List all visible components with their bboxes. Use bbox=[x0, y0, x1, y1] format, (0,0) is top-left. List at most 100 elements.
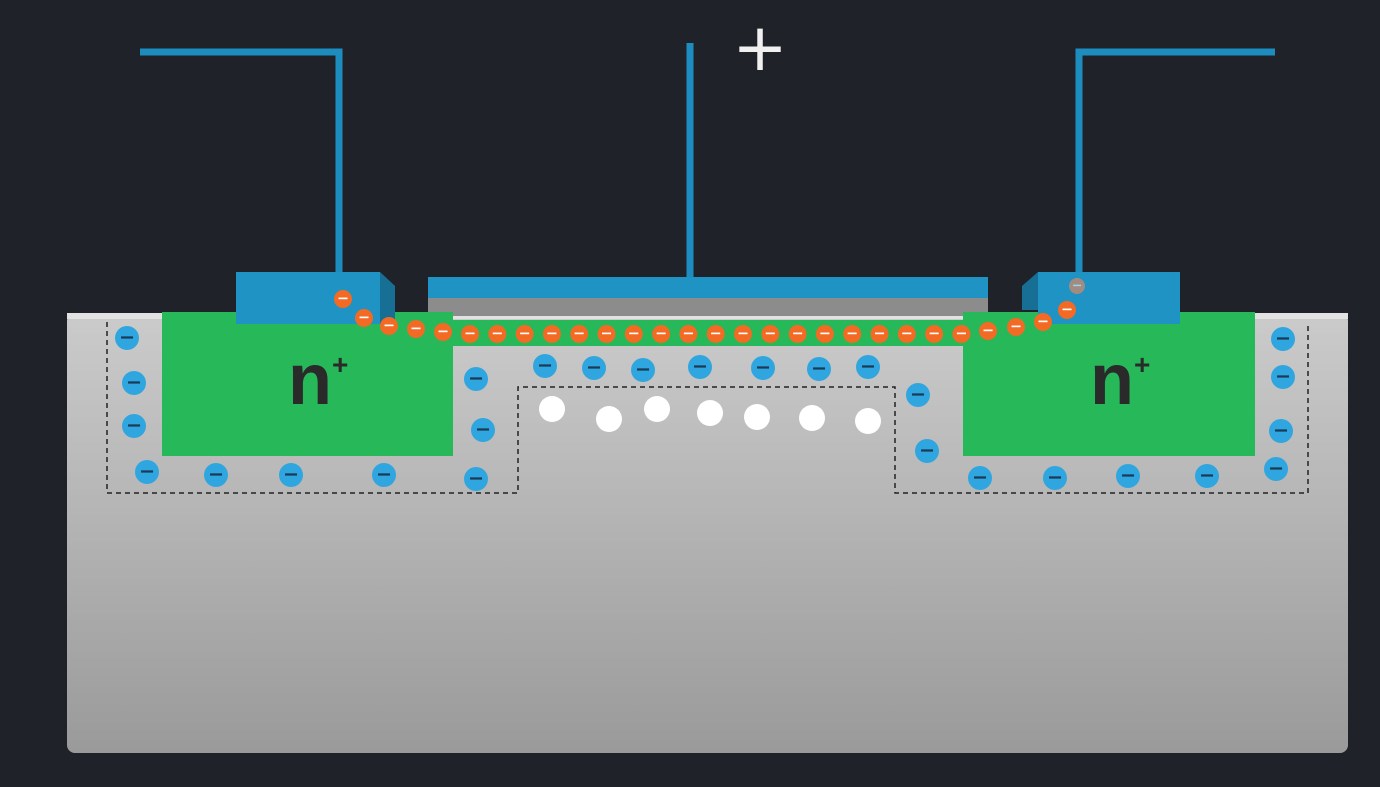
hole-dot bbox=[697, 400, 723, 426]
charge-sign: − bbox=[901, 326, 913, 342]
acceptor-ion-dot bbox=[464, 467, 488, 491]
electron-icon: − bbox=[407, 320, 425, 338]
source-wire bbox=[140, 48, 343, 274]
acceptor-ion-icon: − bbox=[582, 355, 606, 380]
charge-sign: − bbox=[139, 459, 155, 482]
electron-icon: − bbox=[761, 325, 780, 343]
acceptor-ion-dot bbox=[372, 463, 396, 487]
hole-icon bbox=[855, 408, 881, 434]
charge-sign: − bbox=[955, 326, 967, 342]
charge-sign: − bbox=[1120, 463, 1136, 486]
charge-sign: − bbox=[1072, 279, 1083, 294]
acceptor-ion-icon: − bbox=[968, 465, 992, 490]
acceptor-ion-dot bbox=[1043, 466, 1067, 490]
acceptor-ion-dot bbox=[751, 356, 775, 380]
acceptor-ion-icon: − bbox=[279, 462, 303, 487]
electron-icon: − bbox=[355, 309, 373, 327]
acceptor-ion-icon: − bbox=[906, 382, 930, 407]
electron-dot bbox=[897, 325, 916, 343]
electron-icon: − bbox=[461, 325, 479, 343]
charge-sign: − bbox=[1010, 319, 1022, 335]
acceptor-ion-icon: − bbox=[856, 354, 880, 379]
charge-sign: − bbox=[737, 326, 749, 342]
acceptor-ion-dot bbox=[135, 460, 159, 484]
acceptor-ion-icon: − bbox=[464, 366, 488, 391]
electron-icon: − bbox=[434, 323, 452, 341]
electron-icon: − bbox=[788, 325, 807, 343]
electron-dot bbox=[597, 325, 616, 343]
acceptor-ion-dot bbox=[279, 463, 303, 487]
electron-icon: − bbox=[679, 325, 698, 343]
hole-dot bbox=[855, 408, 881, 434]
charge-sign: − bbox=[792, 326, 804, 342]
drain-contact-side bbox=[1022, 272, 1038, 310]
hole-icon bbox=[596, 406, 622, 432]
electron-icon: − bbox=[597, 325, 616, 343]
electron-icon: − bbox=[334, 290, 352, 308]
electron-dot bbox=[488, 325, 507, 343]
charge-sign: − bbox=[846, 326, 858, 342]
acceptor-ion-dot bbox=[471, 418, 495, 442]
charge-sign: − bbox=[283, 462, 299, 485]
electron-dot bbox=[734, 325, 752, 343]
electron-dot bbox=[407, 320, 425, 338]
charge-sign: − bbox=[1199, 463, 1215, 486]
acceptor-ion-dot bbox=[582, 356, 606, 380]
acceptor-ion-icon: − bbox=[135, 459, 159, 484]
electron-icon: − bbox=[734, 325, 752, 343]
electron-dot bbox=[679, 325, 698, 343]
charge-sign: − bbox=[208, 462, 224, 485]
electron-icon: − bbox=[1007, 318, 1025, 336]
acceptor-ion-dot bbox=[631, 358, 655, 382]
electron-dot bbox=[761, 325, 780, 343]
charge-sign: − bbox=[586, 355, 602, 378]
source-contact-side bbox=[380, 272, 395, 324]
charge-sign: − bbox=[537, 353, 553, 376]
hole-icon bbox=[539, 396, 565, 422]
charge-sign: − bbox=[819, 326, 831, 342]
hole-dot bbox=[644, 396, 670, 422]
acceptor-ion-dot bbox=[1195, 464, 1219, 488]
gate-oxide bbox=[428, 296, 988, 316]
electron-icon: − bbox=[1069, 278, 1085, 294]
hole-icon bbox=[799, 405, 825, 431]
acceptor-ion-icon: − bbox=[1271, 326, 1295, 351]
acceptor-ion-icon: − bbox=[1271, 364, 1295, 389]
acceptor-ion-icon: − bbox=[1116, 463, 1140, 488]
electron-icon: − bbox=[380, 317, 398, 335]
charge-sign: − bbox=[635, 357, 651, 380]
electron-icon: − bbox=[815, 325, 834, 343]
acceptor-ion-dot bbox=[122, 371, 146, 395]
electron-dot bbox=[815, 325, 834, 343]
acceptor-ion-dot bbox=[1264, 457, 1288, 481]
charge-sign: − bbox=[491, 326, 503, 342]
charge-sign: − bbox=[1275, 364, 1291, 387]
acceptor-ion-icon: − bbox=[631, 357, 655, 382]
electron-icon: − bbox=[488, 325, 507, 343]
acceptor-ion-icon: − bbox=[915, 438, 939, 463]
charge-sign: − bbox=[573, 326, 585, 342]
charge-sign: − bbox=[1047, 465, 1063, 488]
charge-sign: − bbox=[126, 370, 142, 393]
acceptor-ion-icon: − bbox=[688, 354, 712, 379]
source-label: n+ bbox=[288, 340, 348, 420]
charge-sign: − bbox=[468, 366, 484, 389]
electron-dot bbox=[380, 317, 398, 335]
acceptor-ion-icon: − bbox=[115, 325, 139, 350]
hole-dot bbox=[744, 404, 770, 430]
charge-sign: − bbox=[982, 323, 994, 339]
electron-dot bbox=[355, 309, 373, 327]
acceptor-ion-dot bbox=[1116, 464, 1140, 488]
acceptor-ion-dot bbox=[464, 367, 488, 391]
charge-sign: − bbox=[600, 326, 612, 342]
hole-icon bbox=[644, 396, 670, 422]
electron-icon: − bbox=[979, 322, 997, 340]
acceptor-ion-icon: − bbox=[533, 353, 557, 378]
electron-icon: − bbox=[925, 325, 944, 343]
acceptor-ion-icon: − bbox=[1195, 463, 1219, 488]
charge-sign: − bbox=[860, 354, 876, 377]
acceptor-ion-icon: − bbox=[204, 462, 228, 487]
charge-sign: − bbox=[710, 326, 722, 342]
drain-n-plus-region bbox=[963, 312, 1255, 456]
